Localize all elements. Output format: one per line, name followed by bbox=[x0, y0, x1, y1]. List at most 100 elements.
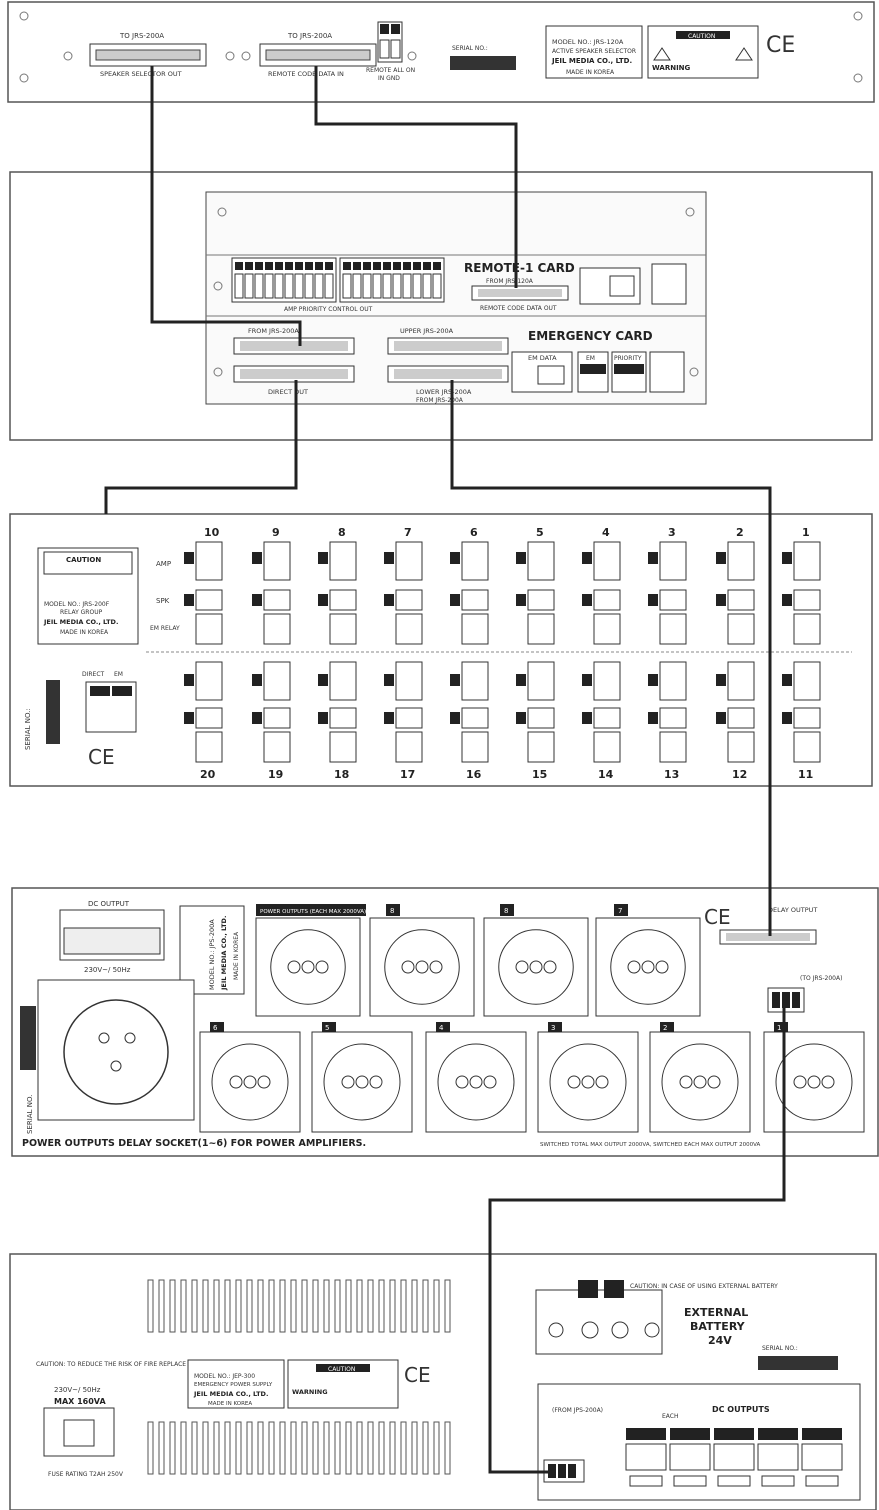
dc-output-terminal bbox=[713, 1443, 755, 1471]
dc-output-terminal bbox=[669, 1443, 711, 1471]
socket-number: 6 bbox=[213, 1024, 218, 1032]
relay-terminal bbox=[461, 613, 489, 645]
amp-terminal bbox=[527, 541, 555, 581]
relay-terminal bbox=[727, 731, 755, 763]
panel-power-unit: DC OUTPUT 230V~/ 50Hz MODEL NO.: JPS-200… bbox=[11, 887, 879, 1157]
amp-terminal bbox=[263, 661, 291, 701]
priority-label: PRIORITY bbox=[614, 355, 642, 362]
socket-number: 4 bbox=[439, 1024, 444, 1032]
relay-terminal bbox=[263, 731, 291, 763]
dc-output-label: DC OUTPUT bbox=[88, 900, 130, 908]
amp-terminal bbox=[263, 541, 291, 581]
dc-output-polarity bbox=[626, 1428, 666, 1440]
eps-plate-line-2: EMERGENCY POWER SUPPLY bbox=[194, 1382, 273, 1388]
wiring bbox=[104, 66, 786, 1474]
relay-channel-top: 4 bbox=[602, 526, 610, 539]
wire-lower-to-delay bbox=[450, 380, 772, 936]
relay-channel-top: 5 bbox=[536, 526, 544, 539]
caution-title: CAUTION bbox=[688, 33, 715, 40]
remote-code-out-label: REMOTE CODE DATA OUT bbox=[480, 305, 557, 312]
row-label-spk: SPK bbox=[156, 597, 170, 605]
spk-terminal bbox=[395, 707, 423, 729]
spk-terminal bbox=[195, 589, 223, 611]
relay-channel-bottom: 20 bbox=[200, 768, 216, 781]
amp-terminal bbox=[195, 661, 223, 701]
dc-output-fuse bbox=[717, 1475, 751, 1487]
emergency-card-title: EMERGENCY CARD bbox=[528, 329, 653, 343]
serial-label: SERIAL NO.: bbox=[452, 45, 488, 52]
spk-terminal bbox=[263, 707, 291, 729]
eps-warning-title: WARNING bbox=[292, 1388, 328, 1396]
socket-tab-power bbox=[256, 904, 366, 916]
dc-output-terminal bbox=[757, 1443, 799, 1471]
relay-terminal bbox=[727, 613, 755, 645]
conn2-bottom-label: REMOTE CODE DATA IN bbox=[268, 70, 344, 78]
amp-terminal bbox=[395, 661, 423, 701]
upper-jrs-label: UPPER JRS-200A bbox=[400, 327, 454, 335]
amp-terminal bbox=[727, 541, 755, 581]
conn2-top-label: TO JRS-200A bbox=[287, 32, 332, 40]
dc-output-fuse bbox=[761, 1475, 795, 1487]
relay-terminal bbox=[593, 613, 621, 645]
relay-plate-line-1: MODEL NO.: JRS-200F bbox=[44, 601, 110, 608]
relay-terminal bbox=[329, 731, 357, 763]
amp-terminal bbox=[329, 661, 357, 701]
socket-label-power: POWER OUTPUTS (EACH MAX 2000VA) bbox=[260, 909, 366, 915]
relay-channel-top: 7 bbox=[404, 526, 412, 539]
spk-terminal bbox=[329, 589, 357, 611]
relay-channel-top: 10 bbox=[204, 526, 220, 539]
relay-channel-bottom: 15 bbox=[532, 768, 547, 781]
relay-channel-bottom: 11 bbox=[798, 768, 813, 781]
spk-terminal bbox=[527, 707, 555, 729]
each-label: EACH bbox=[662, 1413, 679, 1420]
relay-terminal bbox=[395, 613, 423, 645]
dc-output-terminal bbox=[625, 1443, 667, 1471]
from-jrs200a-label: FROM JRS-200A bbox=[248, 327, 299, 335]
em-label: EM bbox=[586, 355, 595, 362]
amp-terminal bbox=[793, 661, 821, 701]
panel-card-chassis: AMP PRIORITY CONTROL OUT REMOTE-1 CARD F… bbox=[9, 171, 873, 441]
power-ce-mark: CE bbox=[704, 905, 731, 929]
eps-model-plate bbox=[187, 1359, 285, 1409]
socket-label-b: 8 bbox=[504, 907, 508, 915]
relay-terminal bbox=[263, 613, 291, 645]
spk-terminal bbox=[461, 589, 489, 611]
relay-channel-top: 1 bbox=[802, 526, 810, 539]
amp-terminal bbox=[593, 661, 621, 701]
eps-max: MAX 160VA bbox=[54, 1397, 106, 1406]
relay-channel-top: 8 bbox=[338, 526, 346, 539]
direct-out-label: DIRECT OUT bbox=[268, 388, 308, 396]
amp-terminal bbox=[329, 541, 357, 581]
eps-plate-line-4: MADE IN KOREA bbox=[208, 1401, 252, 1407]
conn1-top-label: TO JRS-200A bbox=[119, 32, 164, 40]
battery-caution: CAUTION: IN CASE OF USING EXTERNAL BATTE… bbox=[630, 1283, 778, 1290]
amp-terminal bbox=[593, 541, 621, 581]
wire-selector-to-emergency bbox=[150, 66, 302, 346]
amp-terminal bbox=[659, 661, 687, 701]
amp-terminal bbox=[395, 541, 423, 581]
spk-terminal bbox=[329, 707, 357, 729]
relay-terminal bbox=[329, 613, 357, 645]
eps-fuse: FUSE RATING T2AH 250V bbox=[48, 1471, 124, 1478]
dc-output-fuse bbox=[805, 1475, 839, 1487]
relay-terminal bbox=[395, 731, 423, 763]
spk-terminal bbox=[395, 589, 423, 611]
relay-plate-line-2: RELAY GROUP bbox=[60, 609, 103, 616]
relay-terminal bbox=[195, 613, 223, 645]
from-jrs200a-2-label: FROM JRS-200A bbox=[416, 397, 464, 404]
socket-number: 2 bbox=[663, 1024, 667, 1032]
lower-jrs-label: LOWER JRS-200A bbox=[416, 388, 472, 396]
eps-ac-input: 230V~/ 50Hz bbox=[54, 1386, 101, 1394]
power-serial-label: SERIAL NO. bbox=[26, 1095, 34, 1134]
socket-number: 1 bbox=[777, 1024, 781, 1032]
ac-input-label: 230V~/ 50Hz bbox=[84, 966, 131, 974]
relay-channel-bottom: 12 bbox=[732, 768, 747, 781]
panel-speaker-selector: TO JRS-200A SPEAKER SELECTOR OUT TO JRS-… bbox=[7, 1, 875, 103]
relay-channel-bottom: 19 bbox=[268, 768, 283, 781]
to-jrs-label: (TO JRS-200A) bbox=[800, 975, 842, 982]
power-caption-2: SWITCHED TOTAL MAX OUTPUT 2000VA, SWITCH… bbox=[540, 1142, 761, 1148]
serial-plate bbox=[450, 56, 516, 70]
relay-channel-bottom: 18 bbox=[334, 768, 349, 781]
